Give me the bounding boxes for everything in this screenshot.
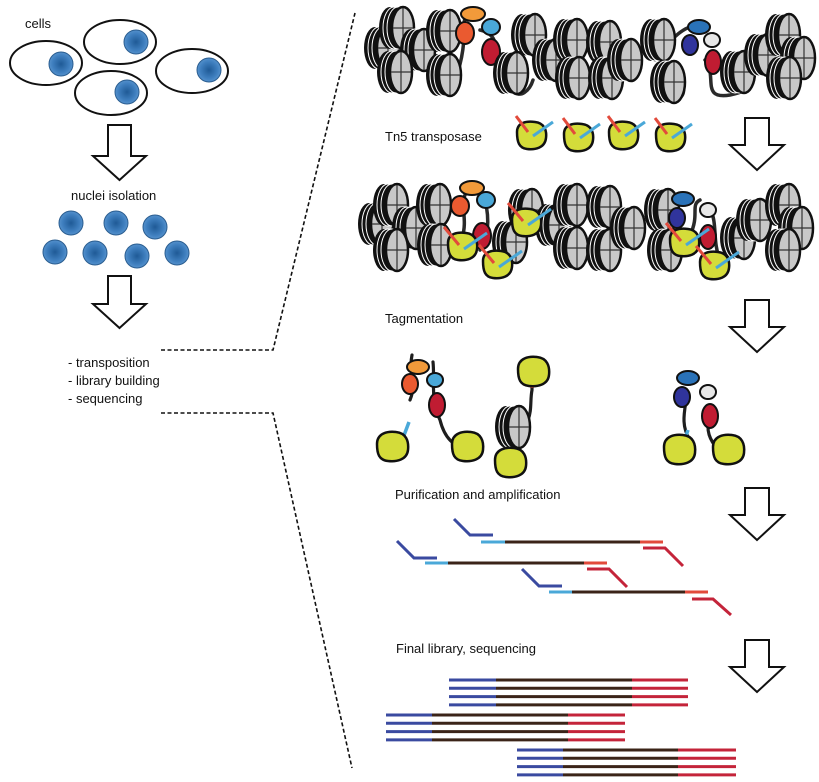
nuclei-isolation-label: nuclei isolation bbox=[71, 188, 157, 203]
tn5-transposase-icon bbox=[711, 433, 746, 466]
nucleosome-icon bbox=[493, 404, 532, 450]
cells-label: cells bbox=[25, 16, 52, 31]
cell-icon bbox=[74, 70, 148, 116]
nucleosome-icon bbox=[605, 37, 644, 83]
tn5-transposase-icon bbox=[442, 226, 488, 262]
nucleus-icon bbox=[82, 240, 108, 266]
tn5-transposase-icon bbox=[662, 433, 697, 466]
down-arrow-icon bbox=[90, 124, 149, 182]
step-library-building: - library building bbox=[68, 373, 160, 388]
nucleosome-icon bbox=[551, 225, 590, 271]
cell-icon bbox=[83, 19, 157, 65]
nucleosome-icon bbox=[551, 182, 590, 228]
nucleosome-icon bbox=[763, 227, 802, 273]
nuclei-group bbox=[42, 210, 190, 269]
down-arrow-icon bbox=[727, 487, 787, 542]
step-sequencing: - sequencing bbox=[68, 391, 143, 406]
tn5-transposase-icon bbox=[561, 117, 601, 153]
tn5-transposase-icon bbox=[506, 202, 552, 238]
nucleosome-icon bbox=[491, 50, 530, 96]
amplification-fragments bbox=[395, 517, 732, 617]
nucleosome-icon bbox=[764, 55, 803, 101]
nucleosome-icon bbox=[553, 55, 592, 101]
amplicon bbox=[520, 567, 732, 617]
nucleus-icon bbox=[42, 239, 68, 265]
nucleosome-icon bbox=[375, 49, 414, 95]
tn5-transposase-icon bbox=[514, 115, 554, 151]
nucleosome-icon bbox=[371, 227, 410, 273]
amplicon bbox=[452, 517, 685, 568]
tn5-transposase-icon bbox=[653, 117, 693, 153]
cells-group bbox=[9, 19, 229, 116]
step-transposition: - transposition bbox=[68, 355, 150, 370]
nucleosome-icon bbox=[414, 182, 453, 228]
tn5-transposase-icon bbox=[375, 430, 410, 463]
down-arrow-icon bbox=[727, 299, 787, 354]
nucleosome-icon bbox=[648, 59, 687, 105]
steps-list: - transposition - library building - seq… bbox=[68, 354, 160, 408]
cell-icon bbox=[155, 48, 229, 94]
tagmented-fragments bbox=[375, 353, 746, 479]
tn5-transposase-icon bbox=[516, 355, 551, 388]
tagmentation-label: Tagmentation bbox=[385, 311, 464, 326]
chromatin-closed bbox=[362, 5, 817, 105]
tn5-transposase-icon bbox=[477, 244, 523, 280]
tn5-transposase-group bbox=[514, 115, 693, 153]
tn5-transposase-icon bbox=[606, 115, 646, 151]
nucleus-icon bbox=[103, 210, 129, 236]
purification-label: Purification and amplification bbox=[395, 487, 561, 502]
nucleosome-icon bbox=[608, 205, 647, 251]
cell-icon bbox=[9, 40, 83, 86]
tn5-transposase-label: Tn5 transposase bbox=[385, 129, 482, 144]
nucleus-icon bbox=[164, 240, 190, 266]
chromatin-tn5-bound bbox=[356, 180, 815, 281]
nucleosome-icon bbox=[551, 17, 590, 63]
zoom-connector bbox=[161, 12, 356, 769]
nucleus-icon bbox=[124, 243, 150, 269]
nucleosome-icon bbox=[424, 52, 463, 98]
nucleus-icon bbox=[58, 210, 84, 236]
amplicon bbox=[395, 539, 629, 589]
tn5-transposase-icon bbox=[450, 430, 485, 463]
down-arrow-icon bbox=[90, 275, 149, 330]
down-arrow-icon bbox=[727, 117, 787, 172]
tn5-transposase-icon bbox=[493, 446, 528, 479]
final-library bbox=[386, 678, 736, 777]
nucleus-icon bbox=[142, 214, 168, 240]
nucleosome-icon bbox=[638, 17, 677, 63]
tn5-transposase-icon bbox=[694, 245, 740, 281]
final-library-label: Final library, sequencing bbox=[396, 641, 536, 656]
down-arrow-icon bbox=[727, 639, 787, 694]
tn5-transposase-icon bbox=[664, 222, 710, 258]
